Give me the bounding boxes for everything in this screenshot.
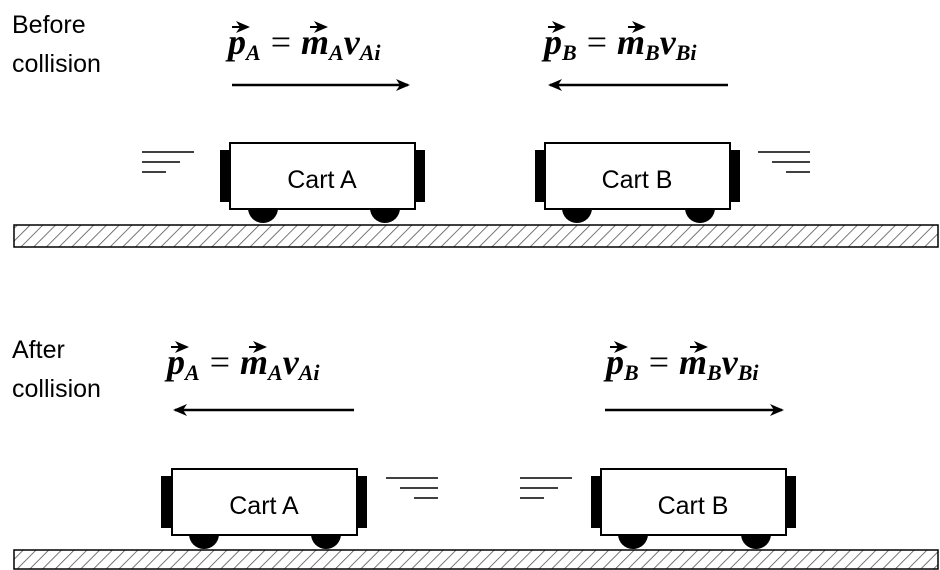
- bumper-icon: [591, 476, 602, 528]
- hatched-ground-icon: [13, 549, 939, 570]
- eq-subscript: A: [266, 360, 283, 385]
- cart-body: [229, 142, 416, 210]
- bumper-icon: [356, 476, 367, 528]
- eq-symbol-v: v: [722, 342, 739, 382]
- eq-subscript: Bi: [737, 360, 760, 385]
- eq-subscript: Ai: [358, 40, 382, 65]
- eq-symbol-m: m: [679, 342, 707, 382]
- eq-symbol-v: v: [344, 22, 361, 62]
- eq-subscript: A: [244, 40, 261, 65]
- before-label-line1: Before: [12, 11, 86, 39]
- eq-subscript: B: [561, 40, 577, 65]
- before-panel: Before collision pA=mAvAi pB=mBvBi: [12, 11, 939, 248]
- bumper-icon: [785, 476, 796, 528]
- svg-text:pA=mAvAi: pA=mAvAi: [225, 22, 381, 65]
- eq-subscript: Bi: [675, 40, 698, 65]
- svg-text:pA=mAvAi: pA=mAvAi: [164, 342, 320, 385]
- bumper-icon: [729, 150, 740, 202]
- eq-subscript: B: [644, 40, 660, 65]
- svg-text:pB=mBvBi: pB=mBvBi: [603, 342, 759, 385]
- after-panel: After collision pA=mAvAi pB=mBvBi: [12, 336, 939, 570]
- motion-lines-icon: [386, 477, 438, 499]
- hatched-ground-icon: [13, 224, 939, 248]
- bumper-icon: [414, 150, 425, 202]
- after-momentum-equation-a: pA=mAvAi: [164, 341, 320, 385]
- after-momentum-equation-b: pB=mBvBi: [603, 341, 759, 385]
- cart-b: Cart B: [535, 142, 740, 223]
- cart-b-label: Cart B: [602, 166, 673, 194]
- cart-body: [600, 468, 787, 536]
- cart-a-label: Cart A: [229, 492, 299, 520]
- bumper-icon: [535, 150, 546, 202]
- eq-symbol-p: p: [603, 342, 624, 382]
- cart-a-label: Cart A: [287, 166, 357, 194]
- eq-equals: =: [210, 342, 230, 382]
- before-momentum-equation-b: pB=mBvBi: [541, 21, 697, 65]
- eq-symbol-m: m: [617, 22, 645, 62]
- motion-lines-icon: [142, 151, 194, 173]
- svg-text:pB=mBvBi: pB=mBvBi: [541, 22, 697, 65]
- bumper-icon: [161, 476, 172, 528]
- eq-subscript: B: [706, 360, 722, 385]
- eq-subscript: A: [183, 360, 200, 385]
- eq-equals: =: [649, 342, 669, 382]
- eq-subscript: A: [327, 40, 344, 65]
- motion-lines-icon: [520, 477, 572, 499]
- eq-symbol-m: m: [240, 342, 268, 382]
- cart-body: [171, 468, 358, 536]
- eq-symbol-v: v: [660, 22, 677, 62]
- eq-symbol-p: p: [541, 22, 562, 62]
- eq-subscript: Ai: [297, 360, 321, 385]
- cart-b: Cart B: [591, 468, 796, 549]
- eq-equals: =: [271, 22, 291, 62]
- after-label-line1: After: [12, 336, 65, 364]
- before-momentum-equation-a: pA=mAvAi: [225, 21, 381, 65]
- cart-a: Cart A: [220, 142, 425, 223]
- before-label-line2: collision: [12, 50, 101, 78]
- after-label-line2: collision: [12, 375, 101, 403]
- eq-symbol-v: v: [283, 342, 300, 382]
- eq-symbol-p: p: [164, 342, 185, 382]
- eq-symbol-m: m: [301, 22, 329, 62]
- cart-a: Cart A: [161, 468, 367, 549]
- eq-equals: =: [587, 22, 607, 62]
- eq-symbol-p: p: [225, 22, 246, 62]
- cart-b-label: Cart B: [658, 492, 729, 520]
- bumper-icon: [220, 150, 231, 202]
- motion-lines-icon: [758, 151, 810, 173]
- eq-subscript: B: [623, 360, 639, 385]
